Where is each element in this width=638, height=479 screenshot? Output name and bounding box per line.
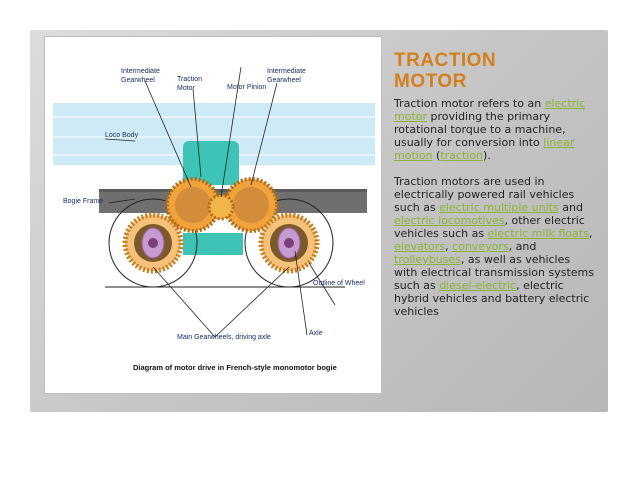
paragraph-2: Traction motors are used in electrically… <box>394 175 594 318</box>
link-trolleybuses[interactable]: trolleybuses <box>394 253 461 266</box>
slide-title: TRACTION MOTOR <box>394 50 594 92</box>
link-electric-multiple-units[interactable]: electric multiple units <box>439 201 559 214</box>
traction-motor-diagram <box>53 66 375 338</box>
label-main-gearwheels: Main Gearwheels, driving axle <box>177 334 271 341</box>
link-diesel-electric[interactable]: diesel-electric <box>439 279 517 292</box>
link-electric-milk-floats[interactable]: electric milk floats <box>487 227 589 240</box>
label-intermediate-gearwheel-left: Intermediate Gearwheel <box>121 68 160 84</box>
text-run: Traction motor refers to an <box>394 97 545 110</box>
label-outline-of-wheel: Outline of Wheel <box>313 280 365 287</box>
text-run: , other electric vehicles such as <box>394 214 585 240</box>
link-elevators[interactable]: elevators <box>394 240 446 253</box>
diagram-caption: Diagram of motor drive in French-style m… <box>133 363 337 372</box>
text-run: ). <box>483 149 491 162</box>
text-run: , as well as vehicles with electrical tr… <box>394 253 594 292</box>
link-traction[interactable]: traction <box>440 149 484 162</box>
text-run: , electric hybrid vehicles and battery e… <box>394 279 590 318</box>
label-loco-body: Loco Body <box>105 132 139 139</box>
diagram-panel: Intermediate Gearwheel Traction Motor Mo… <box>44 36 382 394</box>
paragraph-1: Traction motor refers to an electric mot… <box>394 97 594 162</box>
text-run: , and <box>508 240 537 253</box>
text-column: TRACTION MOTOR Traction motor refers to … <box>394 50 594 318</box>
text-run: , <box>588 227 593 240</box>
label-traction-motor: Traction Motor <box>177 76 203 92</box>
label-axle: Axle <box>309 330 323 337</box>
title-line-2: MOTOR <box>394 71 467 92</box>
text-run: providing the primary rotational torque … <box>394 110 566 149</box>
text-run: ( <box>432 149 441 162</box>
text-run: Traction motors are used in electrically… <box>394 175 575 214</box>
title-line-1: TRACTION <box>394 50 497 71</box>
motor-housing-shape <box>183 141 239 185</box>
link-electric-locomotives[interactable]: electric locomotives <box>394 214 505 227</box>
link-electric-motor[interactable]: electric motor <box>394 97 586 123</box>
link-linear-motion[interactable]: linear motion <box>394 136 575 162</box>
label-motor-pinion: Motor Pinion <box>227 84 267 91</box>
text-run: , <box>445 240 453 253</box>
text-run: and <box>558 201 583 214</box>
label-bogie-frame: Bogie Frame <box>63 198 104 205</box>
label-intermediate-gearwheel-right: Intermediate Gearwheel <box>267 68 306 84</box>
link-conveyors[interactable]: conveyors <box>452 240 509 253</box>
